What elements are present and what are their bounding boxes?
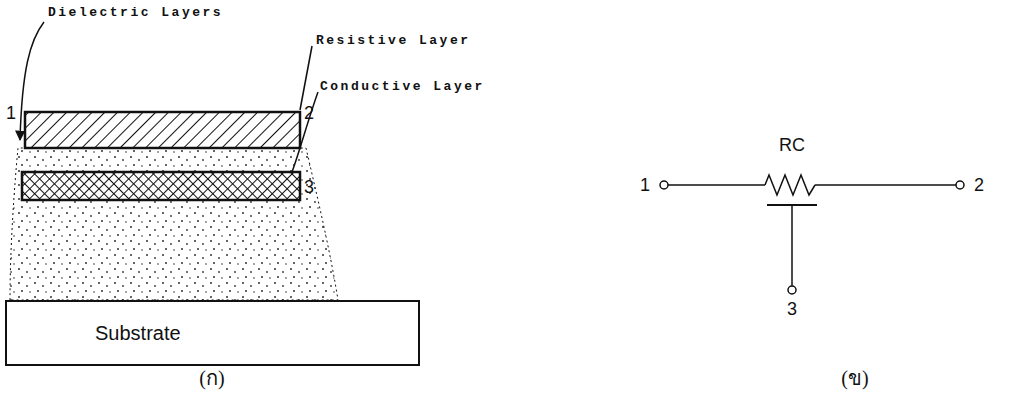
part-label: Resistive Layer bbox=[316, 34, 471, 47]
resistor-symbol bbox=[765, 175, 815, 195]
conductive-layer bbox=[22, 172, 300, 200]
part-label: RC bbox=[779, 136, 805, 154]
terminal-number: 3 bbox=[787, 300, 797, 318]
wire bbox=[668, 184, 765, 186]
terminal-number: 1 bbox=[6, 104, 16, 122]
wire bbox=[815, 184, 956, 186]
leader-line bbox=[292, 92, 318, 172]
wire bbox=[791, 205, 793, 286]
node-text: Substrate bbox=[7, 322, 181, 345]
terminal-number: 3 bbox=[304, 178, 314, 196]
leader-line bbox=[300, 46, 312, 110]
figure-caption: (ข) bbox=[841, 368, 868, 388]
terminal bbox=[788, 286, 796, 294]
resistive-layer bbox=[25, 112, 300, 148]
terminal bbox=[956, 181, 964, 189]
part-label: Conductive Layer bbox=[320, 80, 485, 93]
figure-caption: (ก) bbox=[199, 368, 224, 388]
terminal-number: 2 bbox=[304, 104, 314, 122]
terminal bbox=[660, 181, 668, 189]
part-label: Dielectric Layers bbox=[48, 6, 223, 19]
leader-line bbox=[20, 22, 44, 140]
dielectric-layer bbox=[10, 148, 338, 300]
terminal-number: 1 bbox=[640, 176, 650, 194]
substrate-block: Substrate bbox=[5, 300, 420, 366]
terminal-number: 2 bbox=[974, 176, 984, 194]
